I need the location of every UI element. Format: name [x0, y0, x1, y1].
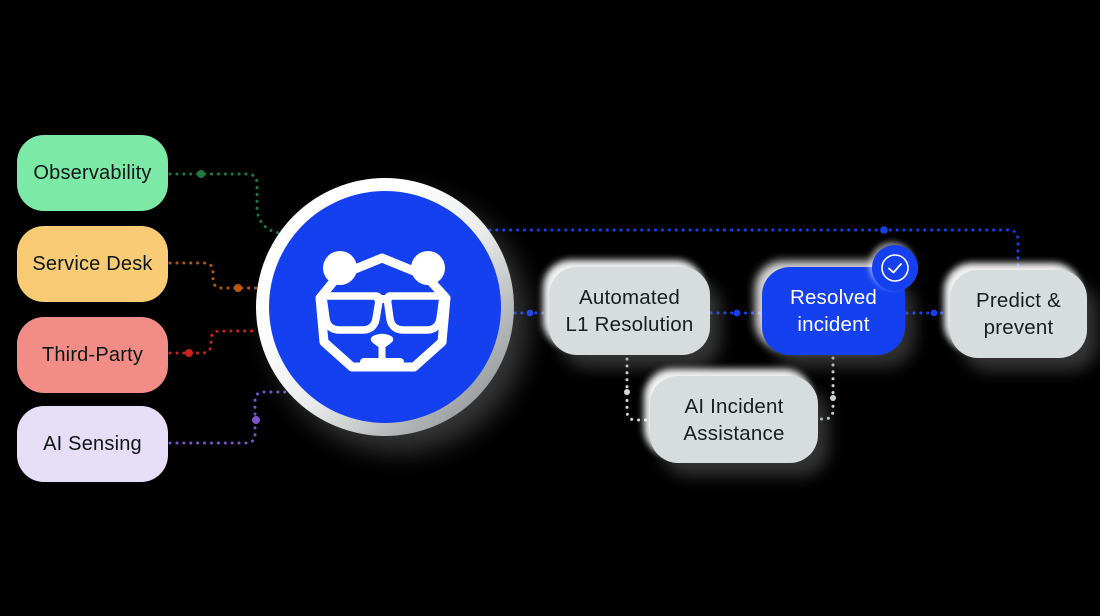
- flow-label-line1: AI Incident: [684, 394, 784, 418]
- flow-label-line2: incident: [797, 313, 870, 336]
- flow-label-line2: prevent: [983, 316, 1054, 339]
- flow-node-resolved-incident: Resolved incident: [762, 245, 918, 355]
- flow-label-line1: Resolved: [789, 286, 878, 309]
- flow-label-line2: L1 Resolution: [565, 313, 694, 336]
- flow-label-line1: Predict &: [976, 289, 1061, 312]
- packet-dot-ai-sensing: [252, 416, 260, 424]
- source-box-third-party: Third-Party: [17, 317, 168, 393]
- source-label-third-party: Third-Party: [41, 343, 144, 366]
- resolved-check-badge: [872, 245, 918, 291]
- source-box-ai-sensing: AI Sensing: [17, 406, 168, 482]
- source-label-ai-sensing: AI Sensing: [43, 432, 142, 455]
- hub-circle-ring: [256, 178, 514, 436]
- source-box-observability: Observability: [17, 135, 168, 211]
- packet-dots-assist: [624, 389, 836, 401]
- check-icon: [881, 254, 909, 282]
- source-box-service-desk: Service Desk: [17, 226, 168, 302]
- connector-automated-to-assistance: [625, 357, 651, 422]
- connector-hub-top-to-predict: [481, 228, 1020, 269]
- flow-node-ai-incident-assistance: AI Incident Assistance: [650, 376, 818, 463]
- flow-label-line1: Automated: [579, 286, 680, 309]
- connector-service-desk-to-hub: [168, 261, 260, 290]
- source-label-service-desk: Service Desk: [32, 252, 153, 275]
- flow-node-predict-prevent: Predict & prevent: [950, 270, 1087, 358]
- connector-third-party-to-hub: [168, 329, 260, 355]
- packet-dots-flow: [526, 226, 938, 317]
- connector-assistance-to-resolved: [816, 356, 835, 421]
- source-label-observability: Observability: [33, 161, 152, 184]
- packet-dot-third-party: [185, 349, 193, 357]
- packet-dot-service-desk: [234, 284, 242, 292]
- connector-observability-to-hub: [168, 172, 285, 236]
- flow-node-automated-l1-resolution: Automated L1 Resolution: [549, 267, 710, 355]
- panda-sunglasses-icon: [315, 251, 451, 372]
- flow-label-line2: Assistance: [683, 421, 785, 445]
- packet-dot-observability: [197, 170, 205, 178]
